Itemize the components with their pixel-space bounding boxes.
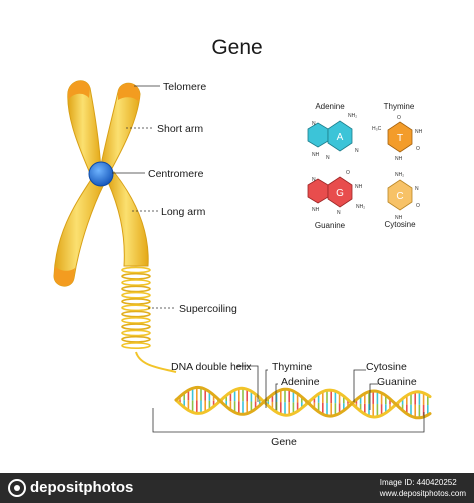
chromatid-lower-right bbox=[107, 171, 149, 267]
label-short-arm: Short arm bbox=[157, 123, 203, 135]
footer-image-id: Image ID: 440420252 bbox=[379, 478, 457, 487]
supercoil-loop bbox=[121, 285, 151, 293]
label-thymine: Thymine bbox=[272, 361, 312, 373]
supercoil-loop bbox=[121, 279, 151, 286]
atom-n: N bbox=[415, 186, 419, 192]
guanine-five-ring bbox=[307, 178, 329, 204]
supercoil-loop bbox=[121, 329, 151, 337]
base-name-thymine: Thymine bbox=[384, 102, 415, 111]
atom-n: N bbox=[355, 148, 359, 154]
atom-n: N bbox=[337, 210, 341, 216]
adenine-five-ring bbox=[307, 122, 329, 148]
label-centromere: Centromere bbox=[148, 168, 204, 180]
dna-helix bbox=[174, 385, 432, 420]
base-letter-adenine: A bbox=[337, 132, 344, 143]
atom-o: O bbox=[346, 170, 350, 176]
telomere-cap bbox=[118, 83, 140, 102]
label-adenine: Adenine bbox=[281, 376, 320, 388]
adenine-six-ring bbox=[327, 120, 353, 152]
atom-nh: NH bbox=[395, 215, 403, 221]
label-supercoiling: Supercoiling bbox=[179, 303, 237, 315]
thymine-methyl: H₃C bbox=[372, 126, 382, 132]
base-name-adenine: Adenine bbox=[315, 102, 345, 111]
dna-backbone-strand bbox=[174, 385, 432, 420]
atom-nh: NH bbox=[312, 207, 320, 213]
thymine-ring bbox=[387, 121, 413, 153]
atom-nh: NH bbox=[312, 152, 320, 158]
atom-o: O bbox=[416, 146, 420, 152]
atom-nh2: NH₂ bbox=[356, 204, 365, 210]
label-gene: Gene bbox=[271, 436, 297, 448]
supercoil-tail bbox=[135, 351, 177, 373]
label-guanine: Guanine bbox=[377, 376, 417, 388]
atom-o: O bbox=[397, 115, 401, 121]
guanine-six-ring bbox=[327, 176, 353, 208]
footer-brand: depositphotos bbox=[30, 479, 134, 496]
supercoil-loop bbox=[121, 291, 151, 299]
atom-n: N bbox=[312, 177, 316, 183]
supercoil-loop bbox=[121, 304, 151, 312]
footer-info: Image ID: 440420252 www.depositphotos.co… bbox=[380, 477, 466, 499]
supercoil-loop bbox=[121, 323, 151, 331]
depositphotos-logo-icon bbox=[8, 479, 26, 497]
chromosome bbox=[53, 80, 149, 287]
label-long-arm: Long arm bbox=[161, 206, 206, 218]
atom-nh2: NH₂ bbox=[395, 172, 404, 178]
supercoil-loop bbox=[121, 335, 151, 343]
base-letter-thymine: T bbox=[397, 133, 403, 144]
footer-bar: depositphotos Image ID: 440420252 www.de… bbox=[0, 473, 474, 503]
supercoil-loop bbox=[121, 310, 151, 318]
nucleobase-cytosine: C NH₂ N O NH Cytosine bbox=[384, 172, 420, 229]
supercoil-loop bbox=[121, 266, 151, 274]
centromere bbox=[88, 161, 114, 187]
cytosine-ring bbox=[387, 179, 413, 211]
footer-site: www.depositphotos.com bbox=[379, 489, 466, 498]
base-letter-cytosine: C bbox=[396, 191, 403, 202]
atom-n: N bbox=[326, 155, 330, 161]
nucleobase-adenine: Adenine A N NH N N NH₂ bbox=[307, 102, 359, 161]
nucleobase-guanine: G N O NH NH N NH₂ Guanine bbox=[307, 170, 365, 230]
page-title: Gene bbox=[211, 36, 262, 59]
base-name-guanine: Guanine bbox=[315, 221, 346, 230]
label-cytosine: Cytosine bbox=[366, 361, 407, 373]
atom-nh: NH bbox=[355, 184, 363, 190]
supercoil-loop bbox=[121, 272, 151, 280]
atom-o: O bbox=[416, 203, 420, 209]
dna-backbone-strand bbox=[174, 386, 432, 419]
atom-nh: NH bbox=[415, 129, 423, 135]
label-telomere: Telomere bbox=[163, 81, 206, 93]
base-letter-guanine: G bbox=[336, 188, 344, 199]
dna-callouts bbox=[152, 365, 425, 433]
base-name-cytosine: Cytosine bbox=[384, 220, 416, 229]
atom-n: N bbox=[312, 121, 316, 127]
supercoil bbox=[121, 266, 177, 373]
telomere-cap bbox=[54, 266, 75, 287]
atom-nh: NH bbox=[395, 156, 403, 162]
atom-nh2: NH₂ bbox=[348, 113, 357, 119]
supercoil-loop bbox=[121, 316, 151, 324]
chromosome-callouts bbox=[112, 85, 176, 309]
supercoil-loop bbox=[121, 298, 151, 305]
telomere-cap bbox=[68, 80, 90, 100]
nucleobase-thymine: Thymine T H₃C O NH O NH bbox=[372, 102, 423, 162]
label-dna-double-helix: DNA double helix bbox=[171, 361, 252, 373]
chromatid-lower-left bbox=[53, 177, 105, 287]
supercoil-loop bbox=[121, 342, 151, 349]
